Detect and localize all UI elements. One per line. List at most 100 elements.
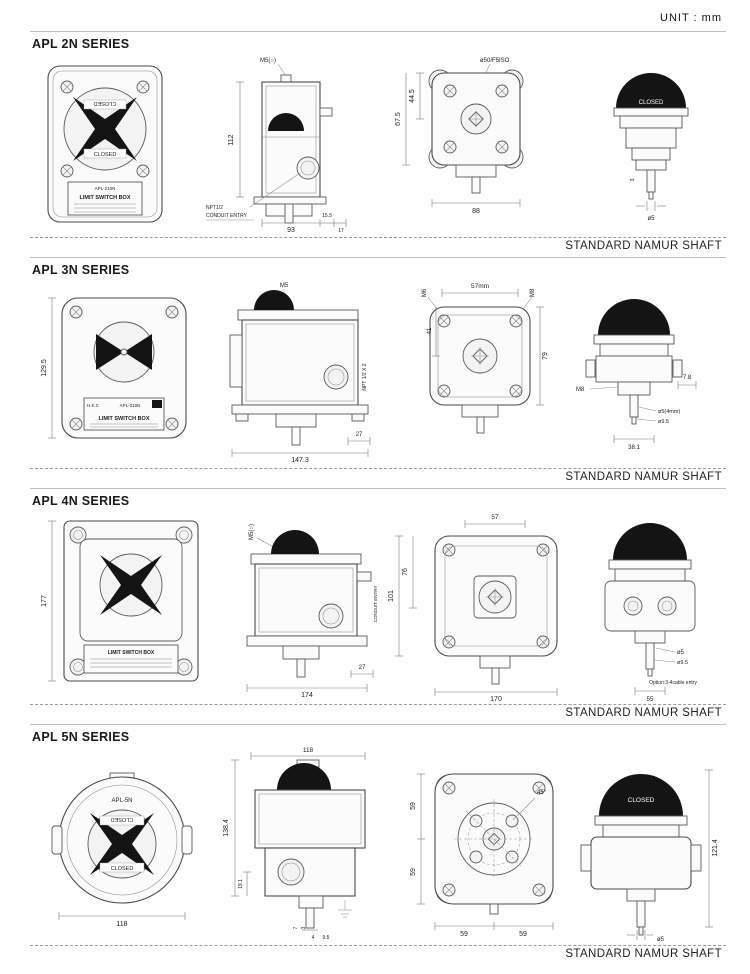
indicator-dome [616,73,686,108]
dim-3: 3 [630,178,636,181]
conduit-boss [296,156,320,180]
apl4n-front-view: 177 LIMIT SWITCH BOX [41,520,199,682]
left-dimensions: 101 76 [388,535,417,657]
right-dimension: 79 [536,306,549,406]
indicator-dome [598,299,670,335]
apl3n-back-view: 57mm M6 M8 [422,283,549,434]
dim-112: 112 [228,134,235,145]
dashed-divider [30,237,726,238]
series-title-4n: APL 4N SERIES [32,494,130,508]
back-body [428,69,524,194]
namur-shaft [636,900,646,928]
height-dimension: 177 [41,520,56,682]
dim-dia9-5: ø9.5 [677,660,688,666]
bottom-dimension: 38.1 [613,435,655,451]
apl5n-namur-view: CLOSED 121.4 ø5 [580,769,719,943]
shaft-diameter-dimension: ø5 [627,930,665,943]
side-body [229,290,369,446]
dim-138-4: 138.4 [223,819,230,837]
dim-7-8: 7.8 [683,375,692,381]
top-dimension: 118 [250,747,366,760]
front-body: APL-5N CLOSED CLOSED [51,772,193,904]
dim-9-5: 9.5 [323,935,330,941]
apl2n-front-view: CLOSED CLOSED APL-210N LIMIT SWITCH BOX [47,64,163,223]
drawings-row-5n: APL-5N CLOSED CLOSED 118 118 [30,744,726,944]
width-dimension: 147.3 [231,449,369,464]
drawings-row-3n: 129.5 H.K.C APL-310N [30,277,726,467]
dim-38-1: 38.1 [628,445,640,451]
dashed-divider [30,945,726,946]
dim-dia9-5: ø9.5 [658,419,669,425]
drawings-row-4n: 177 LIMIT SWITCH BOX M5(○) [30,508,726,703]
height-dimension: 138.4 [223,759,239,897]
dim-129-5: 129.5 [41,359,48,377]
indicator-cross [100,555,162,615]
namur-body [604,523,696,677]
conduit-entry-note: NPT1/2 CONDUIT ENTRY [206,172,301,221]
apl3n-front-view: 129.5 H.K.C APL-310N [41,296,187,439]
closed-label: CLOSED [639,100,664,106]
standard-namur-shaft-label-4n: STANDARD NAMUR SHAFT [565,707,722,719]
apl4n-side-view: M5(○) CONDUIT ENTRY [246,524,378,699]
indicator-dome [268,113,304,131]
screw-size-label: M5 [280,283,289,289]
indicator-wing-right [124,333,152,370]
bottom-dimension: 55 [634,687,666,703]
left-dimensions: 44.5 67.5 [395,72,424,166]
dim-118: 118 [116,921,127,928]
dim-27: 27 [356,432,363,438]
closed-label: CLOSED [628,797,655,804]
indicator-dome [613,523,687,560]
logo-mark [152,399,162,408]
apl2n-side-view: M5(○) 112 [206,58,347,234]
offset-dimension: 7.8 [677,375,697,389]
dim-67-5: 67.5 [395,112,402,126]
dim-dia5-4mm: ø5(4mm) [658,409,680,415]
indicator-wing-left [96,333,124,370]
dim-118-top: 118 [303,747,314,754]
apl4n-namur-view: ø5 ø9.5 Option:3-4cable entry 55 [604,523,697,703]
angle-label: 45° [537,790,547,796]
indicator-cross [90,813,154,875]
dim-44-5: 44.5 [409,89,416,103]
offset-dimension: 19.1 [238,871,251,896]
indicator-dome [277,763,331,790]
section-apl-4n: APL 4N SERIES 177 LIMIT SWITCH BOX [30,488,726,724]
model-label: APL-210N [95,186,116,191]
dim-57mm: 57mm [471,283,489,290]
back-body [429,306,531,434]
dim-dia5: ø5 [657,937,665,943]
namur-shaft [491,667,500,685]
side-body [254,759,366,929]
dim-170: 170 [490,696,502,703]
offset-dimension: 27 [347,432,371,445]
apl3n-side-view: M5 NPT 1/2 X 2 [229,283,371,464]
offset-dimension: 27 [350,665,374,678]
screw-size-label: M5(○) [249,524,255,540]
dim-121-4: 121.4 [712,839,719,857]
dim-88: 88 [472,208,480,215]
width-dimensions: 93 15.5 17 [261,213,347,234]
namur-shaft [291,426,301,446]
section-apl-2n: APL 2N SERIES CLOSED CLOSED APL-210N [30,31,726,257]
bottom-dimensions: 59 59 [434,922,554,938]
apl5n-front-view: APL-5N CLOSED CLOSED 118 [51,772,193,928]
dim-177: 177 [41,595,48,607]
side-body [246,530,372,678]
left-dimensions: 59 59 [410,773,425,905]
namur-body: CLOSED [613,73,689,200]
ground-icon [338,900,352,918]
namur-shaft [645,642,655,670]
bottom-dimension: 170 [434,688,558,703]
height-dimension: 112 [228,81,244,198]
dashed-divider [30,468,726,469]
section-apl-5n: APL 5N SERIES APL-5N CLOSED CLOSED [30,724,726,965]
sight-window [657,596,677,616]
closed-label-top: CLOSED [94,100,117,106]
dim-57: 57 [491,514,499,521]
flange-standard-label: ø50/F5ISO [480,58,510,64]
section-apl-3n: APL 3N SERIES 129.5 [30,257,726,488]
model-label: APL-310N [120,403,141,408]
indicator-dome [271,530,319,554]
series-title-3n: APL 3N SERIES [32,263,130,277]
